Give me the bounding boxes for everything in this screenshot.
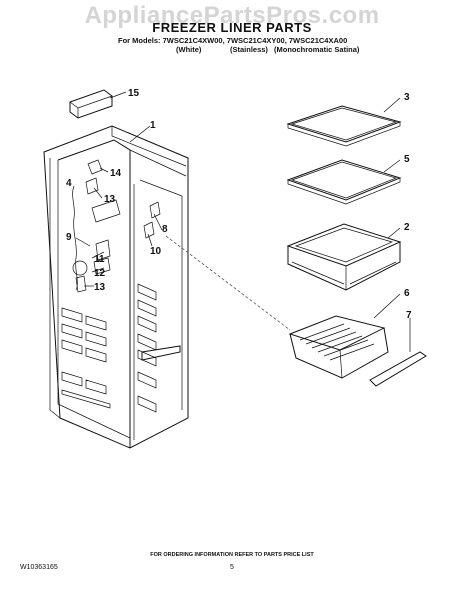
glass-shelf-3	[286, 105, 402, 147]
framed-shelf-2	[286, 223, 402, 291]
shelf-rail	[141, 345, 181, 361]
callout-4: 4	[66, 178, 72, 189]
models-line: For Models: 7WSC21C4XW00, 7WSC21C4XY00, …	[118, 36, 348, 45]
page-title: FREEZER LINER PARTS	[152, 20, 312, 35]
variant-monochromatic: (Monochromatic Satina)	[274, 45, 360, 54]
callout-5: 5	[404, 154, 410, 165]
freezer-liner-drawing	[43, 125, 189, 449]
variant-white: (White)	[176, 45, 202, 54]
callout-numbers: 1 2 3 4 5 6 7 8 9 10 11 12 13 13 14 15	[66, 88, 412, 321]
callout-3: 3	[404, 92, 410, 103]
callout-6: 6	[404, 288, 410, 299]
watermark-text: AppliancePartsPros.com	[84, 2, 380, 29]
callout-13-lower: 13	[94, 282, 106, 293]
callout-11: 11	[94, 254, 105, 265]
glass-shelf-5	[286, 159, 402, 205]
callout-2: 2	[404, 222, 410, 233]
ordering-note: FOR ORDERING INFORMATION REFER TO PARTS …	[150, 552, 314, 558]
document-number: W10363165	[20, 564, 58, 571]
top-cover-part	[69, 89, 113, 119]
callout-10: 10	[150, 246, 162, 257]
freezer-drawer-6	[288, 315, 389, 379]
left-wall-slots	[61, 307, 111, 409]
variant-stainless: (Stainless)	[230, 45, 268, 54]
callout-7: 7	[406, 310, 412, 321]
callout-14: 14	[110, 168, 122, 179]
right-wall-slots	[137, 283, 157, 413]
drawer-trim-7	[369, 351, 427, 387]
alignment-line	[165, 235, 291, 331]
page-number: 5	[230, 564, 234, 571]
callout-15: 15	[128, 88, 140, 99]
callout-1: 1	[150, 120, 156, 131]
callout-9: 9	[66, 232, 72, 243]
callout-8: 8	[162, 224, 168, 235]
callout-13-upper: 13	[104, 194, 116, 205]
callout-12: 12	[94, 268, 106, 279]
wiring-parts	[72, 159, 161, 293]
leader-lines	[75, 91, 411, 352]
